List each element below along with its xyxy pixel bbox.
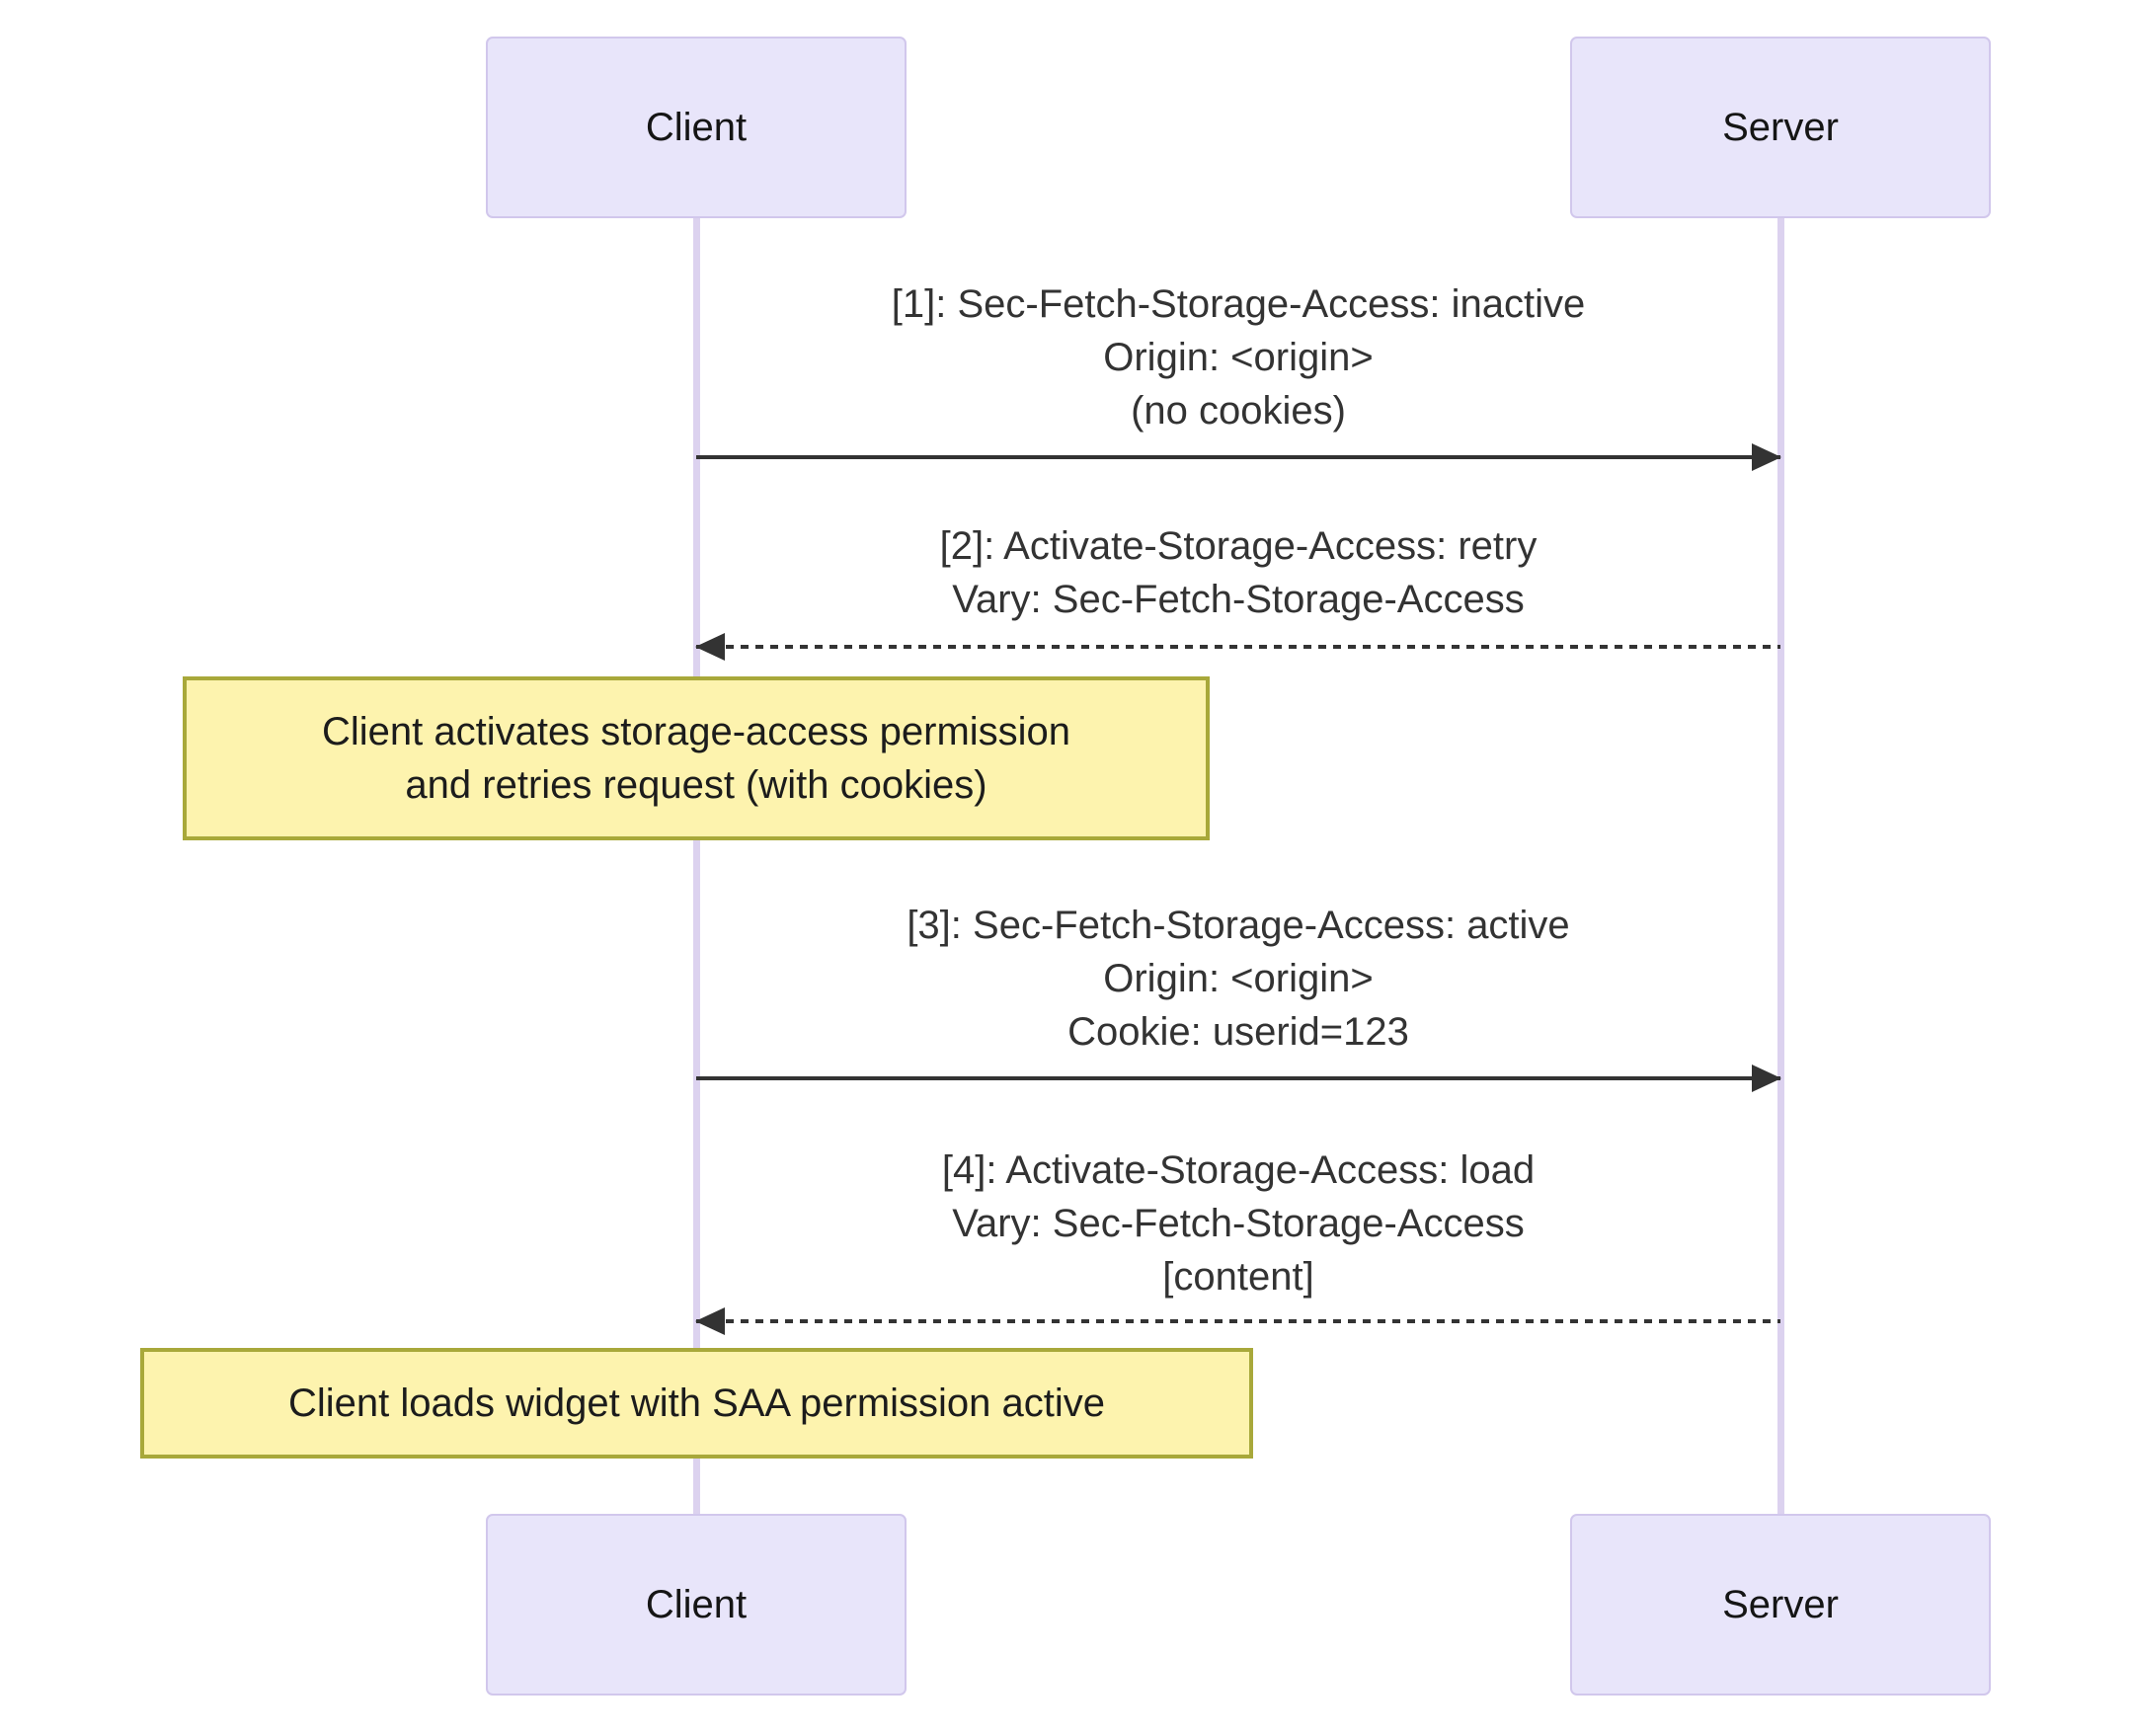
message-3-arrow	[696, 1065, 1781, 1092]
message-line: Vary: Sec-Fetch-Storage-Access	[952, 578, 1525, 621]
arrowhead-left-icon	[695, 633, 725, 661]
message-1: [1]: Sec-Fetch-Storage-Access: inactive …	[695, 277, 1781, 437]
actor-client-top: Client	[486, 37, 907, 218]
note-line: and retries request (with cookies)	[405, 763, 987, 807]
message-line: Cookie: userid=123	[1067, 1010, 1409, 1054]
message-line: Origin: <origin>	[1103, 957, 1374, 1000]
message-4: [4]: Activate-Storage-Access: load Vary:…	[695, 1144, 1781, 1303]
message-4-arrow	[695, 1307, 1780, 1335]
message-line: [3]: Sec-Fetch-Storage-Access: active	[907, 904, 1570, 947]
message-line: [content]	[1162, 1255, 1314, 1299]
arrowhead-right-icon	[1752, 1065, 1781, 1092]
actor-server-top: Server	[1570, 37, 1991, 218]
note-line: Client loads widget with SAA permission …	[287, 1381, 1106, 1425]
actor-label: Client	[645, 105, 748, 149]
message-line: [4]: Activate-Storage-Access: load	[941, 1148, 1536, 1192]
arrowhead-right-icon	[1752, 443, 1781, 471]
actor-client-bottom: Client	[486, 1514, 907, 1696]
actor-label: Server	[1722, 1582, 1839, 1626]
message-1-arrow	[696, 443, 1781, 471]
note-line: Client activates storage-access permissi…	[321, 710, 1071, 753]
actor-server-bottom: Server	[1570, 1514, 1991, 1696]
message-line: [2]: Activate-Storage-Access: retry	[939, 524, 1538, 568]
note-widget-loaded: Client loads widget with SAA permission …	[140, 1348, 1253, 1459]
message-2: [2]: Activate-Storage-Access: retry Vary…	[695, 519, 1781, 626]
client-lifeline	[693, 218, 700, 1514]
actor-label: Client	[645, 1582, 748, 1626]
actor-label: Server	[1722, 105, 1839, 149]
message-2-arrow	[695, 633, 1780, 661]
message-line: (no cookies)	[1131, 389, 1346, 433]
server-lifeline	[1777, 218, 1784, 1514]
note-activate-permission: Client activates storage-access permissi…	[183, 676, 1210, 840]
message-line: [1]: Sec-Fetch-Storage-Access: inactive	[891, 282, 1586, 326]
message-line: Vary: Sec-Fetch-Storage-Access	[952, 1202, 1525, 1245]
message-3: [3]: Sec-Fetch-Storage-Access: active Or…	[695, 899, 1781, 1059]
arrowhead-left-icon	[695, 1307, 725, 1335]
message-line: Origin: <origin>	[1103, 336, 1374, 379]
